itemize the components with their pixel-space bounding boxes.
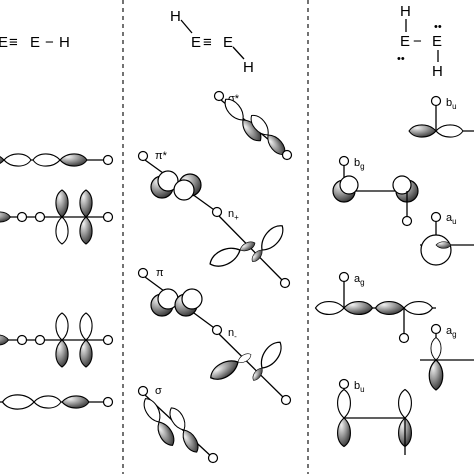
label-pi: π bbox=[156, 267, 164, 279]
col1-triple-bond: ≡ bbox=[9, 34, 18, 51]
label-sigma-star: σ* bbox=[228, 93, 240, 105]
col2-h-top: H bbox=[170, 8, 181, 25]
col1-e-left: E bbox=[0, 34, 8, 51]
col1-orbital-1 bbox=[0, 153, 114, 167]
label-n-minus: n- bbox=[228, 327, 237, 341]
col3-h-top: H bbox=[400, 3, 411, 20]
label-au: au bbox=[446, 212, 457, 226]
col3-h-bottom: H bbox=[432, 63, 443, 80]
col3-orbital-bg: bg bbox=[332, 155, 419, 227]
col1-h-ball bbox=[102, 154, 114, 166]
col2-e-right: E bbox=[223, 34, 233, 51]
col2-h-bottom: H bbox=[243, 59, 254, 76]
col3-header: H E − E •• •• H bbox=[397, 3, 443, 80]
col3-orbital-bu-top: bu bbox=[408, 95, 474, 138]
col2-orbital-pi-star: π* bbox=[137, 150, 223, 218]
col3-lone-pair-top: •• bbox=[434, 21, 442, 33]
label-sigma: σ bbox=[155, 385, 162, 397]
label-bg: bg bbox=[354, 157, 365, 171]
col2-orbital-n-plus: n+ bbox=[206, 208, 291, 289]
label-n-plus: n+ bbox=[228, 208, 239, 222]
col2-triple-bond: ≡ bbox=[203, 34, 212, 51]
col2-orbital-pi: π bbox=[137, 267, 223, 336]
col1-orbital-3 bbox=[0, 312, 114, 368]
col2-e-left: E bbox=[191, 34, 201, 51]
col3-lone-pair-bottom: •• bbox=[397, 53, 405, 65]
label-bu-bottom: bu bbox=[354, 380, 365, 394]
col3-dash: − bbox=[413, 33, 422, 50]
col1-e-mid: E bbox=[30, 34, 40, 51]
label-ag-low: ag bbox=[446, 325, 457, 339]
col1-orbital-2 bbox=[0, 189, 114, 245]
col2-orbital-n-minus: n- bbox=[206, 327, 292, 406]
col3-e-right: E bbox=[432, 33, 442, 50]
col2-orbital-sigma-star: σ* bbox=[213, 90, 293, 161]
col2-header: H E ≡ E H bbox=[170, 8, 254, 76]
col3-orbital-au: au bbox=[420, 211, 474, 266]
col1-header: E ≡ E − H bbox=[0, 34, 70, 51]
label-bu-top: bu bbox=[446, 97, 457, 111]
col3-e-left: E bbox=[400, 33, 410, 50]
col1-orbital-4 bbox=[0, 394, 114, 410]
col3-orbital-bu-bottom: bu bbox=[337, 378, 412, 455]
col2-orbital-sigma: σ bbox=[137, 385, 219, 464]
col1-dash: − bbox=[45, 34, 54, 51]
col3-orbital-ag-mid: ag bbox=[314, 271, 436, 344]
col1-h-right: H bbox=[59, 34, 70, 51]
col3-orbital-ag-low: ag bbox=[420, 323, 474, 391]
label-pi-star: π* bbox=[155, 150, 168, 162]
label-ag-mid: ag bbox=[354, 273, 365, 287]
